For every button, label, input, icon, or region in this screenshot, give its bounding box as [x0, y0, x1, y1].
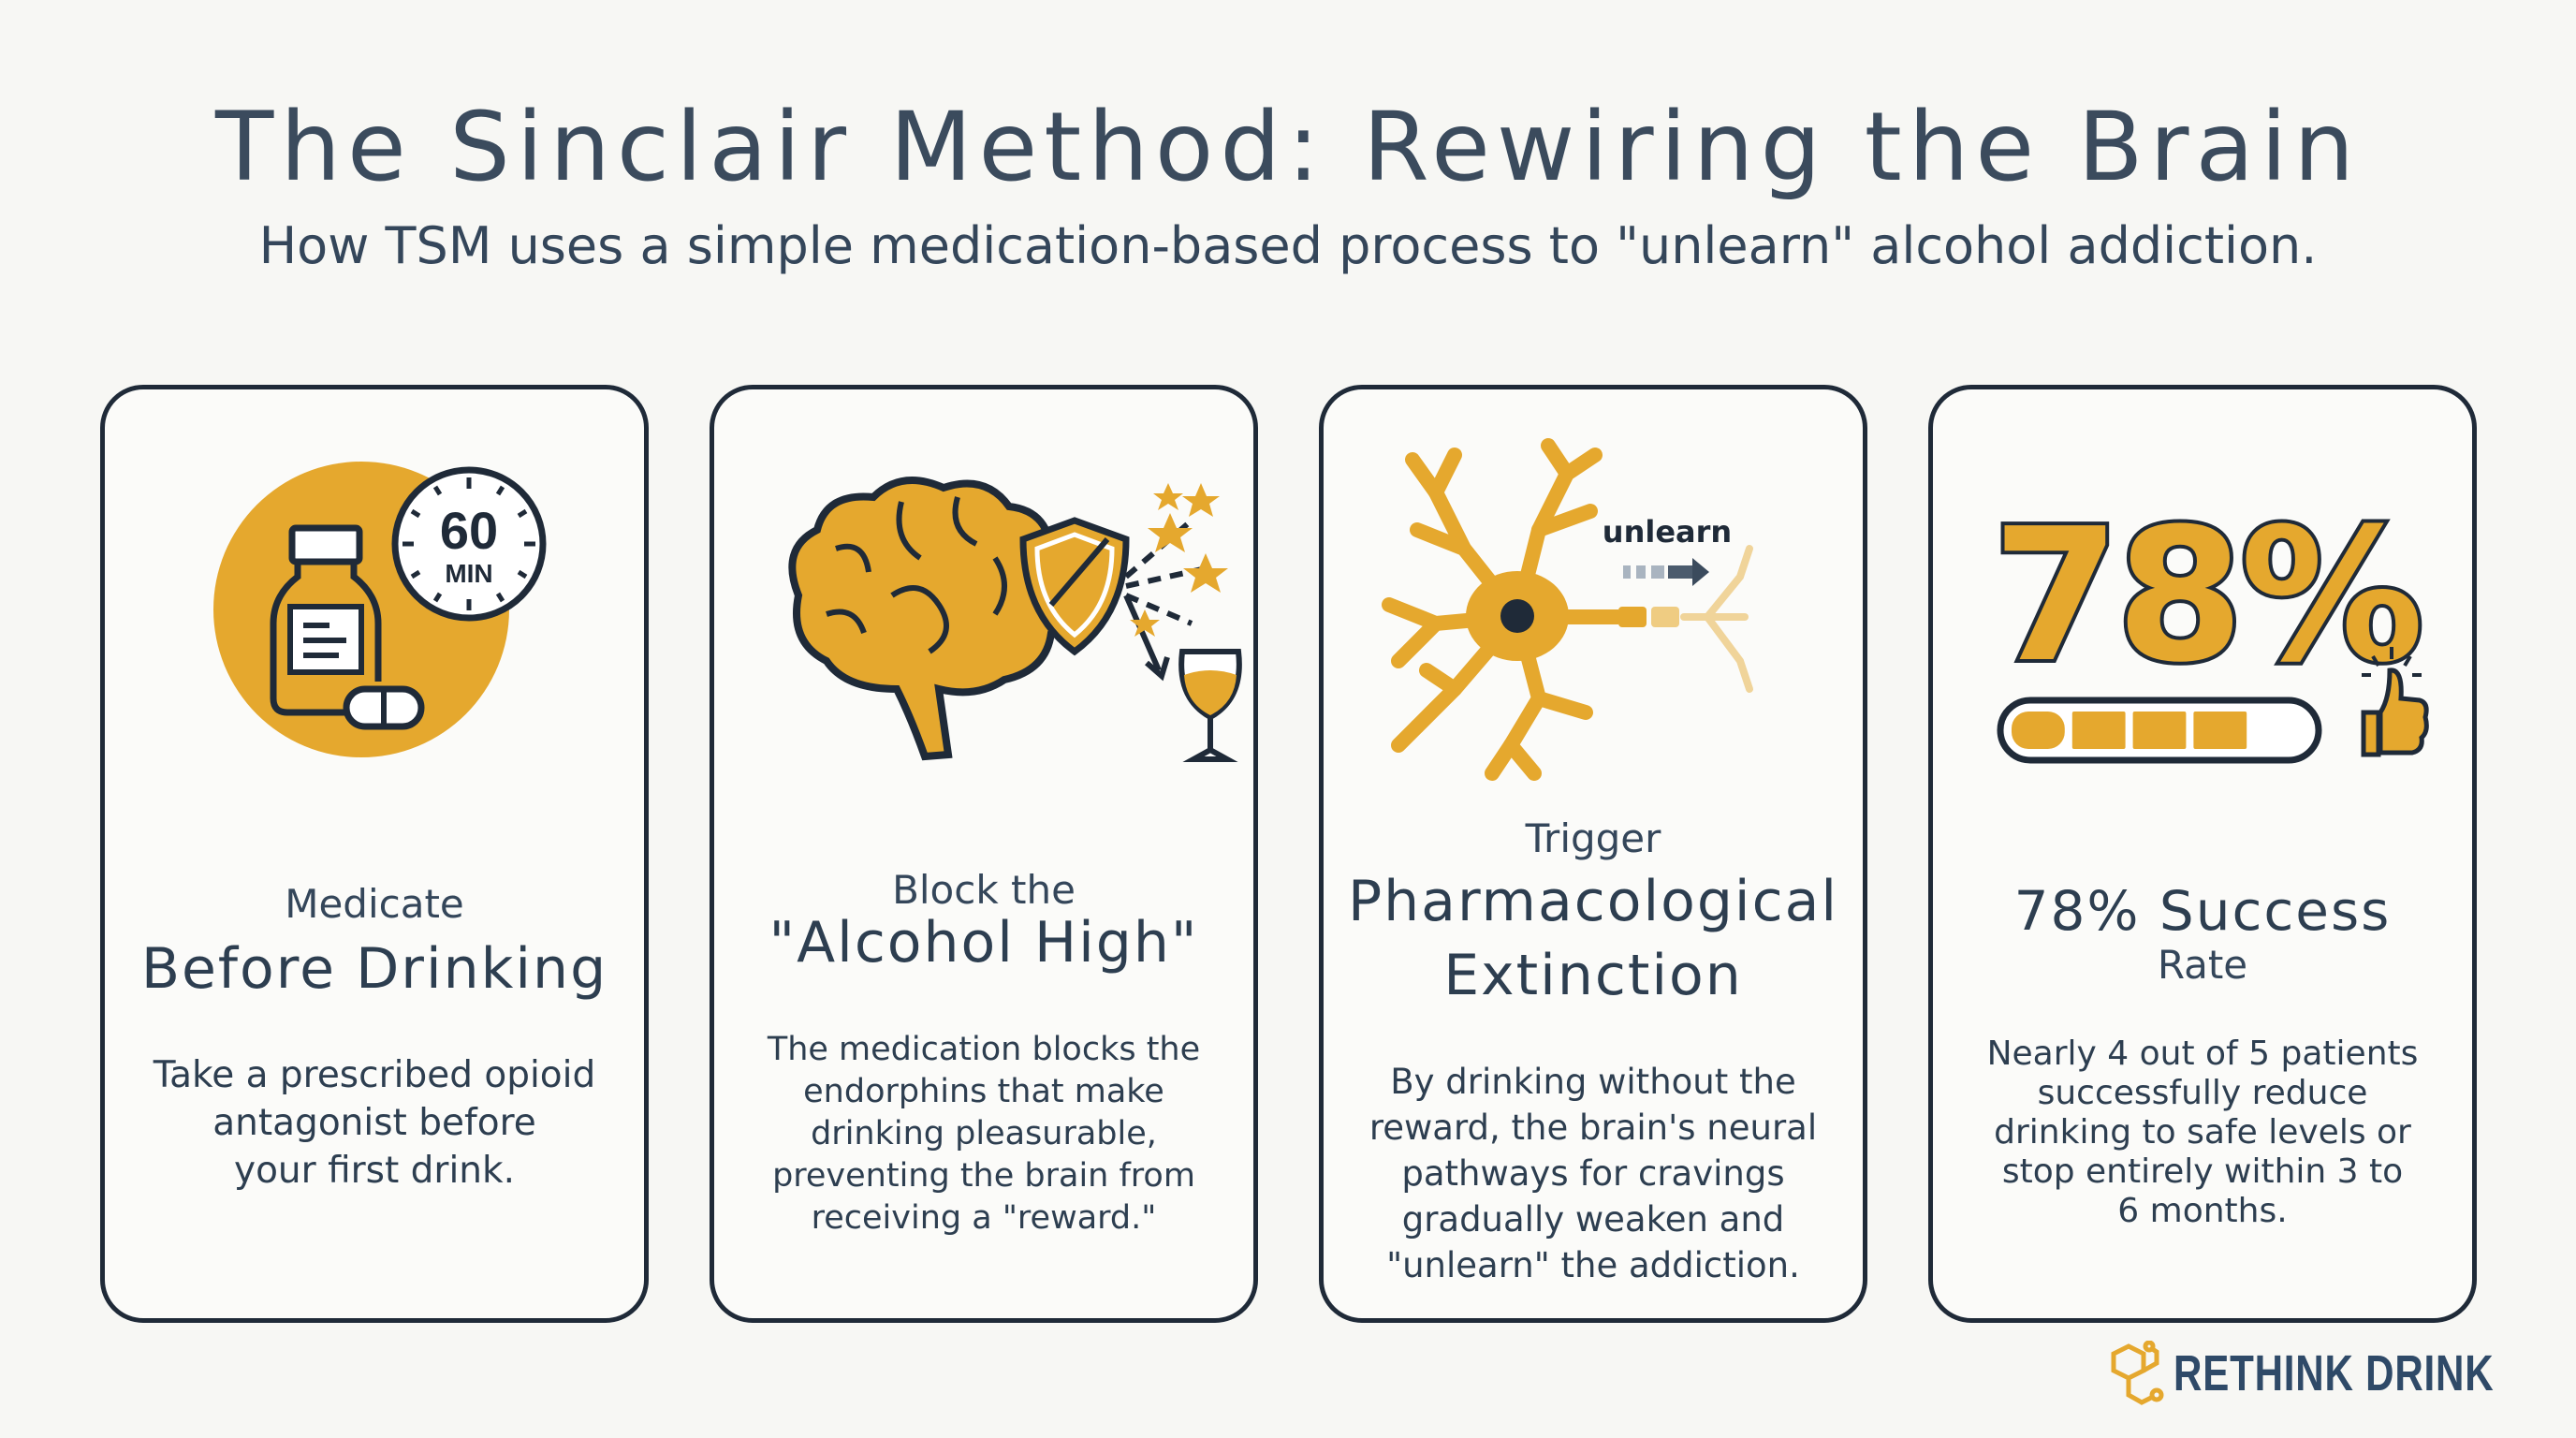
card-heading-line: 78% Success — [2013, 879, 2392, 943]
body-line: drinking pleasurable, — [811, 1115, 1157, 1152]
brand-name: RETHINK DRINK — [2174, 1345, 2495, 1401]
page-title: The Sinclair Method: Rewiring the Brain — [215, 92, 2361, 203]
neuron-fading-pathway-icon: unlearn — [1382, 438, 1753, 781]
body-line: By drinking without the — [1390, 1062, 1796, 1102]
card-heading: "Alcohol High" — [714, 906, 1253, 980]
body-line: The medication blocks the — [767, 1031, 1201, 1068]
rethink-drink-logo: RETHINK DRINK — [2108, 1341, 2494, 1408]
body-line: preventing the brain from — [772, 1157, 1195, 1195]
body-line: 6 months. — [2117, 1192, 2288, 1230]
body-line: drinking to safe levels or — [1994, 1113, 2411, 1152]
card-body: By drinking without the reward, the brai… — [1324, 1059, 1863, 1288]
medication-bottle-pill-timer-icon: 60 MIN — [213, 462, 547, 757]
brain-shield-blocking-reward-icon — [788, 477, 1242, 762]
progress-bar-thumbs-up-icon: 78% — [1988, 486, 2429, 764]
timer-value: 60 — [440, 501, 498, 560]
timer-unit: MIN — [445, 559, 492, 588]
progress-fill — [2012, 712, 2247, 749]
card-label: Medicate — [285, 881, 464, 927]
body-line: pathways for cravings — [1401, 1153, 1785, 1194]
progress-segment — [2012, 712, 2065, 749]
body-line: "unlearn" the addiction. — [1386, 1245, 1800, 1285]
progress-segment — [2132, 712, 2187, 749]
progress-segment — [2193, 712, 2247, 749]
card-heading: Pharmacological Extinction — [1324, 865, 1863, 1013]
card-body: The medication blocks the endorphins tha… — [714, 1029, 1253, 1240]
body-line: Take a prescribed opioid — [153, 1054, 596, 1096]
card-heading: Before Drinking — [105, 932, 644, 1006]
card-label: Trigger — [1525, 815, 1661, 861]
step-card-success-rate: 78% 78% Success Rate Nearly 4 out of 5 p… — [1928, 385, 2477, 1323]
step-card-block: Block the "Alcohol High" The medication … — [710, 385, 1258, 1323]
hexagon-molecule-logo-icon — [2111, 1341, 2164, 1405]
card-body: Take a prescribed opioid antagonist befo… — [105, 1051, 644, 1195]
card-heading: 78% Success — [1933, 874, 2472, 948]
body-line: stop entirely within 3 to — [2001, 1152, 2404, 1191]
body-line: successfully reduce — [2037, 1074, 2368, 1112]
page-subtitle: How TSM uses a simple medication-based p… — [258, 216, 2318, 275]
body-line: receiving a "reward." — [811, 1199, 1157, 1237]
card-label: Rate — [2157, 942, 2248, 988]
card-heading-line: Before Drinking — [140, 936, 608, 1002]
stat-78-percent: 78% — [1992, 490, 2420, 703]
card-label: Block the — [892, 867, 1076, 913]
body-line: gradually weaken and — [1401, 1199, 1785, 1240]
unlearn-label: unlearn — [1603, 514, 1732, 550]
card-heading-line: "Alcohol High" — [768, 910, 1199, 976]
card-body: Nearly 4 out of 5 patients successfully … — [1933, 1034, 2472, 1231]
card-heading-line: Extinction — [1443, 943, 1743, 1008]
body-line: antagonist before — [212, 1102, 536, 1144]
step-card-medicate: 60 MIN Medicate Before Drinking Take a p… — [100, 385, 649, 1323]
body-line: your first drink. — [233, 1150, 516, 1192]
body-line: reward, the brain's neural — [1368, 1108, 1818, 1148]
body-line: Nearly 4 out of 5 patients — [1986, 1034, 2419, 1073]
card-heading-line: Pharmacological — [1347, 869, 1839, 934]
step-card-trigger: unlearn Trigger Pharmacological Extincti… — [1319, 385, 1867, 1323]
body-line: endorphins that make — [803, 1073, 1164, 1110]
progress-segment — [2071, 712, 2126, 749]
